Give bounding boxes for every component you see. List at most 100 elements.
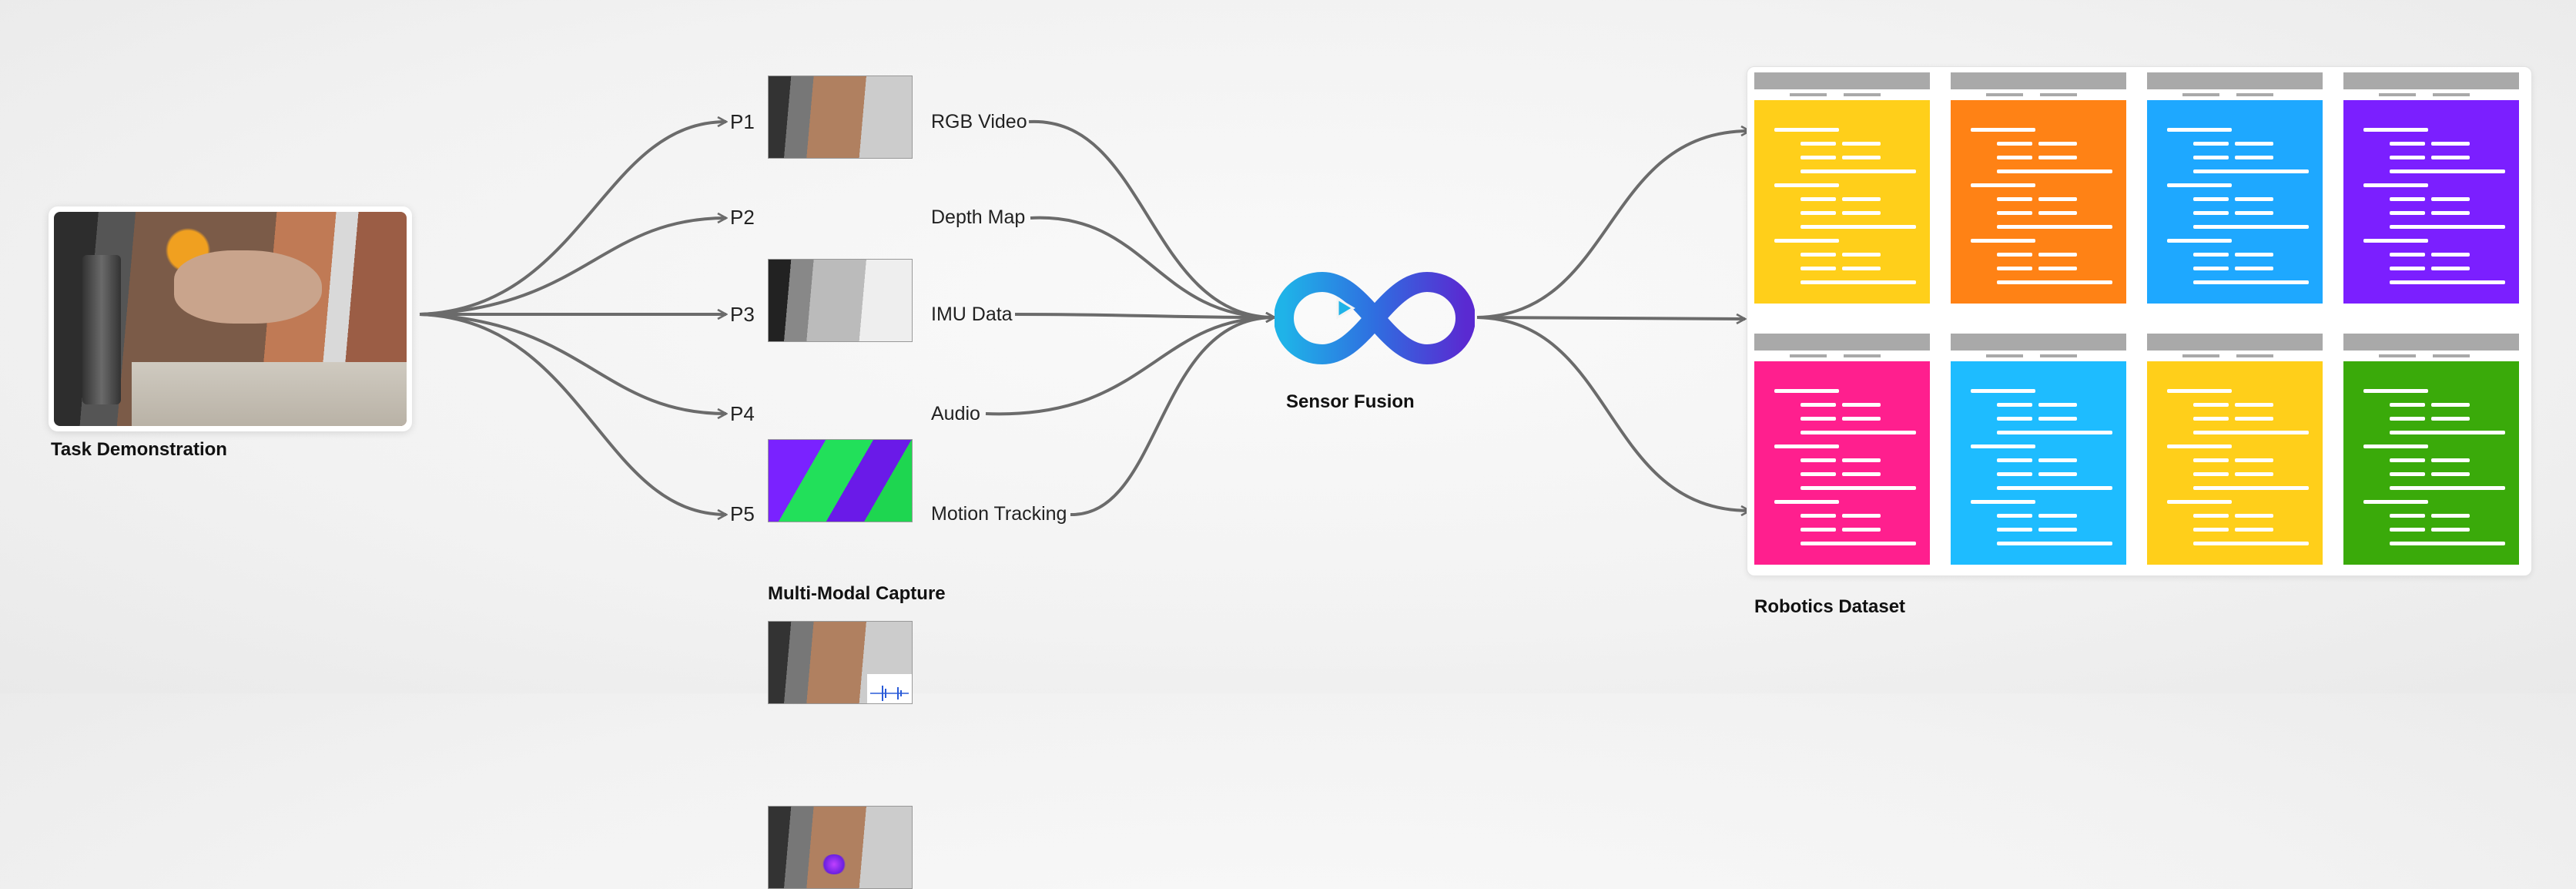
dataset-text-line bbox=[1801, 528, 1836, 532]
dataset-text-line bbox=[2390, 542, 2505, 545]
stream-label-audio: Audio bbox=[931, 403, 980, 424]
dataset-text-line bbox=[2235, 514, 2273, 518]
dataset-text-line bbox=[2390, 472, 2425, 476]
dataset-text-line bbox=[2038, 458, 2077, 462]
dataset-text-line bbox=[2038, 403, 2077, 407]
dataset-text-line bbox=[2363, 445, 2428, 448]
dataset-card-header bbox=[1951, 334, 2126, 351]
dataset-text-line bbox=[2431, 142, 2470, 146]
dataset-card bbox=[2343, 72, 2519, 304]
dataset-text-line bbox=[2193, 267, 2229, 270]
dataset-text-line bbox=[1801, 542, 1916, 545]
dataset-text-line bbox=[2193, 417, 2229, 421]
dataset-card-body bbox=[2343, 100, 2519, 304]
link-motion-fusion bbox=[1070, 317, 1275, 517]
dataset-text-line bbox=[1842, 417, 1881, 421]
flow-connectors bbox=[419, 0, 2576, 693]
dataset-text-line bbox=[1997, 211, 2032, 215]
dataset-text-line bbox=[1842, 514, 1881, 518]
link-task-p4 bbox=[419, 313, 726, 414]
stream-id-p1: P1 bbox=[730, 110, 755, 133]
stream-id-p5: P5 bbox=[730, 502, 755, 525]
stream-label-depth-map: Depth Map bbox=[931, 206, 1026, 228]
dataset-text-line bbox=[2363, 128, 2428, 132]
dataset-text-line bbox=[2431, 197, 2470, 201]
imu-data-thumbnail bbox=[768, 439, 913, 522]
task-demonstration-photo bbox=[49, 206, 412, 431]
dataset-text-line bbox=[2390, 458, 2425, 462]
dataset-text-line bbox=[2390, 417, 2425, 421]
infinity-loop-icon bbox=[1275, 272, 1475, 364]
dataset-text-line bbox=[2038, 142, 2077, 146]
stream-label-motion-tracking: Motion Tracking bbox=[931, 503, 1067, 525]
dataset-text-line bbox=[2235, 417, 2273, 421]
dataset-text-line bbox=[2235, 156, 2273, 159]
dataset-text-line bbox=[2038, 528, 2077, 532]
dataset-text-line bbox=[1774, 239, 1839, 243]
dataset-text-line bbox=[1801, 142, 1836, 146]
link-task-p5 bbox=[419, 313, 726, 515]
dataset-text-line bbox=[1801, 403, 1836, 407]
dataset-text-line bbox=[2167, 389, 2232, 393]
audio-thumbnail bbox=[768, 621, 913, 704]
dataset-text-line bbox=[1801, 169, 1916, 173]
dataset-card-header bbox=[2147, 72, 2323, 89]
dataset-text-line bbox=[1997, 431, 2112, 434]
waveform-icon bbox=[870, 686, 909, 701]
dataset-text-line bbox=[1801, 225, 1916, 229]
dataset-text-line bbox=[1842, 267, 1881, 270]
dataset-text-line bbox=[2390, 267, 2425, 270]
dataset-text-line bbox=[2390, 514, 2425, 518]
dataset-text-line bbox=[2235, 253, 2273, 257]
dataset-text-line bbox=[2390, 528, 2425, 532]
dataset-text-line bbox=[1842, 528, 1881, 532]
dataset-text-line bbox=[2431, 472, 2470, 476]
dataset-text-line bbox=[2167, 128, 2232, 132]
dataset-text-line bbox=[2390, 431, 2505, 434]
dataset-text-line bbox=[1774, 445, 1839, 448]
dataset-text-line bbox=[2235, 528, 2273, 532]
dataset-text-line bbox=[1842, 403, 1881, 407]
dataset-card-body bbox=[2147, 361, 2323, 565]
link-audio-fusion bbox=[985, 317, 1275, 416]
dataset-text-line bbox=[2193, 156, 2229, 159]
dataset-text-line bbox=[2193, 431, 2309, 434]
dataset-card-subheader bbox=[2343, 351, 2519, 361]
dataset-card-header bbox=[2343, 72, 2519, 89]
dataset-text-line bbox=[1801, 458, 1836, 462]
dataset-text-line bbox=[2390, 197, 2425, 201]
dataset-text-line bbox=[2193, 403, 2229, 407]
dataset-card-header bbox=[2147, 334, 2323, 351]
dataset-text-line bbox=[2390, 142, 2425, 146]
dataset-text-line bbox=[2363, 239, 2428, 243]
dataset-card-body bbox=[2147, 100, 2323, 304]
dataset-text-line bbox=[1997, 403, 2032, 407]
dataset-text-line bbox=[2235, 197, 2273, 201]
dataset-text-line bbox=[2390, 280, 2505, 284]
dataset-text-line bbox=[2431, 514, 2470, 518]
dataset-card bbox=[2147, 334, 2323, 565]
dataset-text-line bbox=[2431, 211, 2470, 215]
dataset-card-subheader bbox=[2147, 89, 2323, 100]
dataset-text-line bbox=[2193, 169, 2309, 173]
link-task-p1 bbox=[419, 122, 726, 316]
dataset-text-line bbox=[1971, 500, 2035, 504]
dataset-text-line bbox=[1997, 253, 2032, 257]
dataset-text-line bbox=[2038, 267, 2077, 270]
dataset-text-line bbox=[1842, 253, 1881, 257]
dataset-text-line bbox=[1971, 389, 2035, 393]
dataset-text-line bbox=[2193, 514, 2229, 518]
dataset-text-line bbox=[1997, 225, 2112, 229]
dataset-text-line bbox=[1997, 197, 2032, 201]
dataset-text-line bbox=[1997, 156, 2032, 159]
dataset-text-line bbox=[2038, 472, 2077, 476]
dataset-text-line bbox=[1842, 156, 1881, 159]
dataset-text-line bbox=[1997, 142, 2032, 146]
dataset-text-line bbox=[2193, 486, 2309, 490]
dataset-text-line bbox=[1997, 514, 2032, 518]
dataset-text-line bbox=[2431, 403, 2470, 407]
dataset-text-line bbox=[2193, 542, 2309, 545]
dataset-text-line bbox=[1801, 211, 1836, 215]
dataset-text-line bbox=[1997, 417, 2032, 421]
dataset-text-line bbox=[1842, 142, 1881, 146]
